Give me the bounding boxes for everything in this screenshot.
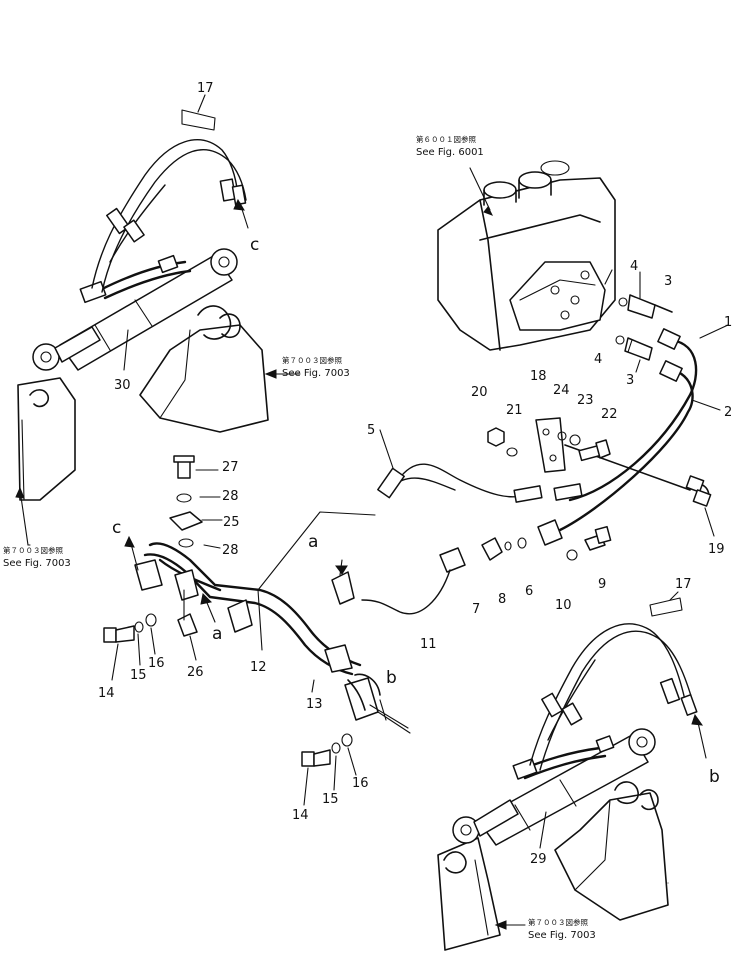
top-left-cylinder-assembly (15, 94, 301, 546)
callout-3: 3 (664, 274, 672, 289)
callout-2: 2 (724, 405, 732, 420)
ref-fig7003-jp-bottom: 第７００３図参照 (528, 917, 588, 927)
callout-labels: 1 2 3 3 4 4 5 6 7 8 9 10 11 12 13 14 14 … (98, 81, 732, 867)
callout-14: 14 (98, 686, 115, 701)
callout-12: 12 (250, 660, 267, 675)
ref-fig7003-jp-left: 第７００３図参照 (3, 545, 63, 555)
ref-fig7003-en-bottom: See Fig. 7003 (528, 930, 596, 941)
callout-7: 7 (472, 602, 480, 617)
ref-fig6001-en: See Fig. 6001 (416, 147, 484, 158)
control-valve-assembly (437, 160, 729, 532)
callout-1: 1 (724, 315, 732, 330)
callout-26: 26 (187, 665, 204, 680)
ref-fig7003-en-left: See Fig. 7003 (3, 558, 71, 569)
callout-16: 16 (148, 656, 165, 671)
ref-fig7003-en-top: See Fig. 7003 (282, 368, 350, 379)
left-pipe-assembly (27, 455, 411, 806)
callout-14: 14 (292, 808, 309, 823)
callout-17: 17 (197, 81, 214, 96)
callout-4: 4 (630, 259, 638, 274)
callout-21: 21 (506, 403, 523, 418)
callout-23: 23 (577, 393, 594, 408)
middle-piping-assembly (257, 417, 715, 651)
callout-5: 5 (367, 423, 375, 438)
callout-8: 8 (498, 592, 506, 607)
callout-20: 20 (471, 385, 488, 400)
callout-11: 11 (420, 637, 437, 652)
callout-13: 13 (306, 697, 323, 712)
callout-19: 19 (708, 542, 725, 557)
callout-25: 25 (223, 515, 240, 530)
callout-29: 29 (530, 852, 547, 867)
callout-15: 15 (130, 668, 147, 683)
callout-17: 17 (675, 577, 692, 592)
marker-b: b (709, 767, 720, 787)
callout-9: 9 (598, 577, 606, 592)
callout-15: 15 (322, 792, 339, 807)
ref-fig6001-jp: 第６００１図参照 (416, 134, 476, 144)
callout-24: 24 (553, 383, 570, 398)
ref-fig7003-jp-top: 第７００３図参照 (282, 355, 342, 365)
callout-6: 6 (525, 584, 533, 599)
callout-30: 30 (114, 378, 131, 393)
callout-10: 10 (555, 598, 572, 613)
marker-b: b (386, 668, 397, 688)
letter-markers: c c a a b b (112, 235, 720, 787)
marker-c: c (250, 235, 259, 255)
callout-27: 27 (222, 460, 239, 475)
marker-a: a (308, 532, 318, 552)
callout-3: 3 (626, 373, 634, 388)
callout-18: 18 (530, 369, 547, 384)
marker-a: a (212, 624, 222, 644)
callout-16: 16 (352, 776, 369, 791)
bottom-right-cylinder-assembly (437, 591, 707, 951)
figure-references: 第６００１図参照 See Fig. 6001 第７００３図参照 See Fig.… (3, 134, 596, 941)
callout-28: 28 (222, 543, 239, 558)
callout-22: 22 (601, 407, 618, 422)
callout-28: 28 (222, 489, 239, 504)
marker-c: c (112, 518, 121, 538)
callout-4: 4 (594, 352, 602, 367)
